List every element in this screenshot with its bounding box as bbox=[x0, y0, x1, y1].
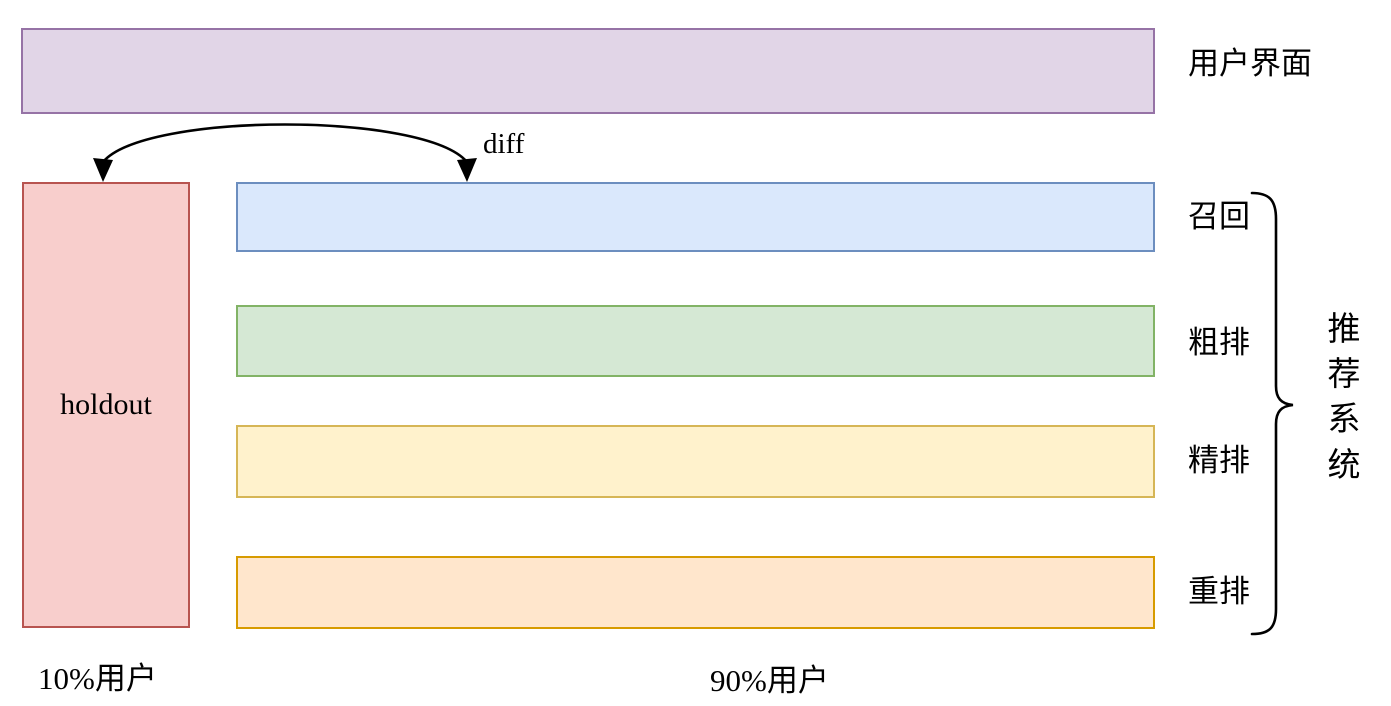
stage-label-re-rank: 重排 bbox=[1188, 574, 1250, 609]
diff-arrowhead-left bbox=[93, 158, 113, 182]
holdout-label: holdout bbox=[60, 388, 152, 421]
holdout-box: holdout bbox=[22, 182, 190, 628]
stage-label-recall: 召回 bbox=[1188, 199, 1250, 234]
stage-bar-recall bbox=[236, 182, 1155, 252]
stage-bar-re-rank bbox=[236, 556, 1155, 629]
user-interface-bar bbox=[21, 28, 1155, 114]
recommendation-system-brace bbox=[1250, 191, 1294, 636]
stages-users-caption: 90%用户 bbox=[710, 663, 829, 698]
stage-label-coarse-rank: 粗排 bbox=[1188, 325, 1250, 360]
diff-arrowhead-right bbox=[457, 158, 477, 182]
user-interface-label: 用户界面 bbox=[1188, 46, 1312, 81]
stage-bar-fine-rank bbox=[236, 425, 1155, 498]
holdout-users-caption: 10%用户 bbox=[38, 661, 157, 696]
stage-bar-coarse-rank bbox=[236, 305, 1155, 377]
stage-label-fine-rank: 精排 bbox=[1188, 443, 1250, 478]
diff-label: diff bbox=[483, 128, 525, 160]
recommendation-system-label: 推荐系统 bbox=[1327, 312, 1361, 484]
diff-arrow-curve bbox=[101, 123, 469, 164]
